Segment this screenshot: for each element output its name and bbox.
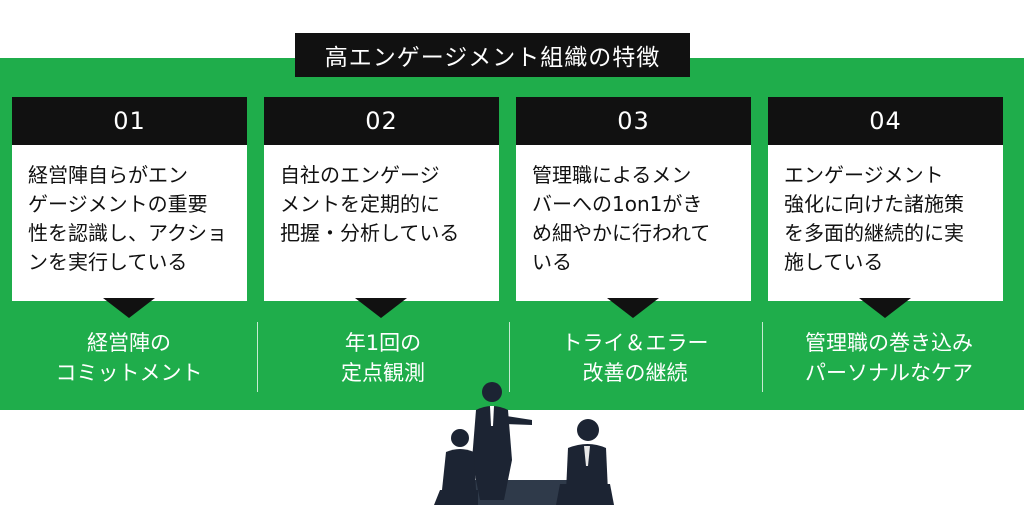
down-arrow-icon [859, 298, 911, 318]
card-label-3: トライ＆エラー 改善の継続 [561, 331, 709, 385]
card-number: 02 [264, 97, 499, 145]
diagram-title: 高エンゲージメント組織の特徴 [295, 33, 690, 77]
down-arrow-icon [355, 298, 407, 318]
down-arrow-icon [607, 298, 659, 318]
down-arrow-icon [103, 298, 155, 318]
feature-card-3: 03 管理職によるメン バーへの1on1がき め細やかに行われて いる [516, 97, 751, 301]
card-label-2: 年1回の 定点観測 [341, 331, 425, 385]
feature-card-1: 01 経営陣自らがエン ゲージメントの重要 性を認識し、アクショ ンを実行してい… [12, 97, 247, 301]
feature-card-4: 04 エンゲージメント 強化に向けた諸施策 を多面的継続的に実 施している [768, 97, 1003, 301]
label-divider [257, 322, 258, 392]
label-divider [509, 322, 510, 392]
card-number: 03 [516, 97, 751, 145]
label-divider [762, 322, 763, 392]
card-number: 01 [12, 97, 247, 145]
feature-card-2: 02 自社のエンゲージ メントを定期的に 把握・分析している [264, 97, 499, 301]
card-description: 管理職によるメン バーへの1on1がき め細やかに行われて いる [532, 163, 711, 274]
card-label-1: 経営陣の コミットメント [55, 331, 203, 385]
card-description: エンゲージメント 強化に向けた諸施策 を多面的継続的に実 施している [784, 163, 964, 274]
card-description: 自社のエンゲージ メントを定期的に 把握・分析している [280, 163, 460, 245]
card-description: 経営陣自らがエン ゲージメントの重要 性を認識し、アクショ ンを実行している [28, 163, 227, 274]
business-meeting-illustration [434, 382, 614, 505]
card-label-4: 管理職の巻き込み パーソナルなケア [805, 331, 973, 385]
card-number: 04 [768, 97, 1003, 145]
